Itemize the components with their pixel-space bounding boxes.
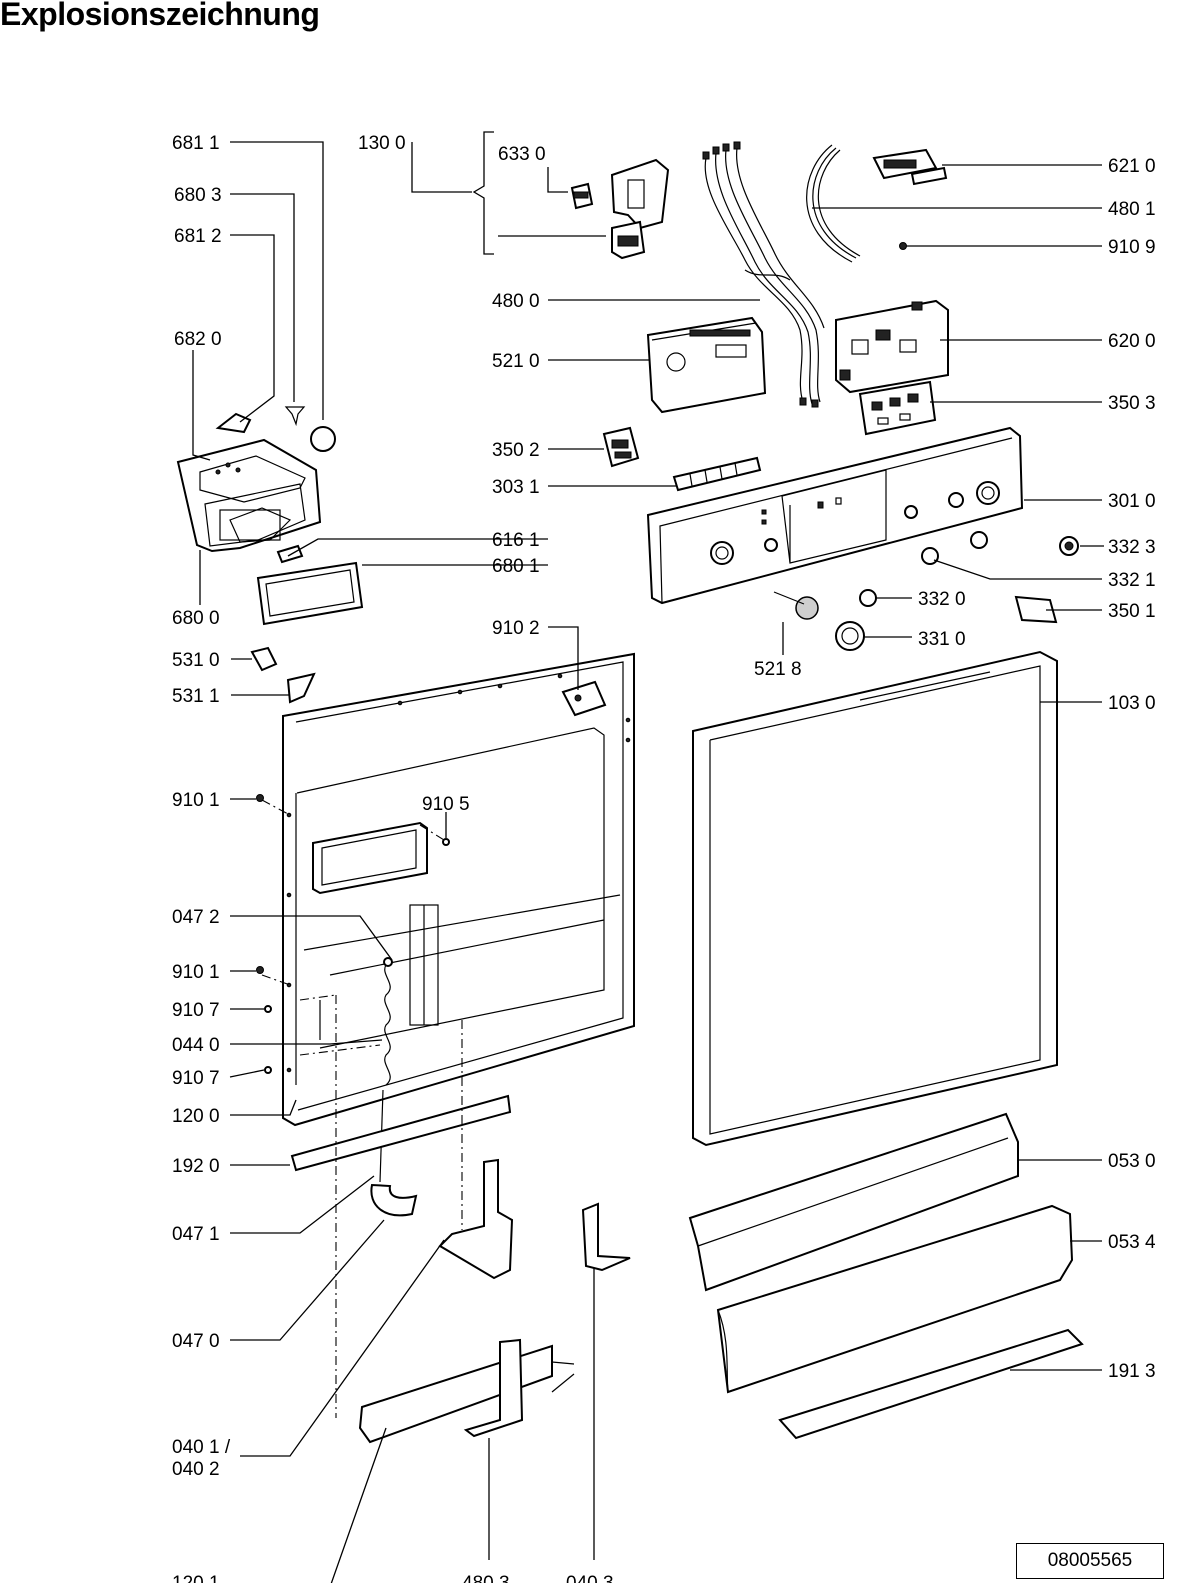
label-040-2: 040 2 <box>172 1459 220 1480</box>
inner-door <box>282 652 635 1127</box>
label-053-0: 053 0 <box>1108 1151 1156 1172</box>
label-681-2: 681 2 <box>174 226 222 247</box>
plinth-strip <box>778 1328 1084 1440</box>
label-103-0: 103 0 <box>1108 693 1156 714</box>
document-number: 08005565 <box>1016 1543 1164 1579</box>
label-910-2: 910 2 <box>492 618 540 639</box>
label-680-3: 680 3 <box>174 185 222 206</box>
outer-door-panel <box>692 650 1058 1147</box>
plinth <box>688 1112 1019 1292</box>
label-910-5: 910 5 <box>422 794 470 815</box>
label-303-1: 303 1 <box>492 477 540 498</box>
label-480-1: 480 1 <box>1108 199 1156 220</box>
label-047-2: 047 2 <box>172 907 220 928</box>
label-680-1: 680 1 <box>492 556 540 577</box>
leader-lines <box>192 131 1104 1583</box>
label-620-0: 620 0 <box>1108 331 1156 352</box>
label-301-0: 301 0 <box>1108 491 1156 512</box>
display-strip <box>672 456 762 492</box>
label-682-0: 682 0 <box>174 329 222 350</box>
base-plate <box>358 1338 575 1444</box>
dispenser-small-part <box>276 544 304 564</box>
label-332-3: 332 3 <box>1108 537 1156 558</box>
label-350-1: 350 1 <box>1108 601 1156 622</box>
label-332-0: 332 0 <box>918 589 966 610</box>
dispenser-pin <box>284 406 306 427</box>
label-521-0: 521 0 <box>492 351 540 372</box>
label-331-0: 331 0 <box>918 629 966 650</box>
screw-910-7-b <box>264 1066 272 1074</box>
label-910-9: 910 9 <box>1108 237 1156 258</box>
label-480-0: 480 0 <box>492 291 540 312</box>
part-labels: 681 1 130 0 633 0 621 0 680 3 480 1 681 … <box>172 133 1156 1583</box>
power-module <box>835 299 949 394</box>
screw-910-9 <box>899 242 907 250</box>
label-120-1: 120 1 <box>172 1573 220 1583</box>
label-130-0: 130 0 <box>358 133 406 154</box>
hinge-bracket <box>561 680 607 717</box>
label-621-0: 621 0 <box>1108 156 1156 177</box>
label-616-1: 616 1 <box>492 530 540 551</box>
door-lock <box>570 158 670 260</box>
hinge-lever <box>438 1158 514 1280</box>
plinth-cover <box>716 1204 1074 1394</box>
label-332-1: 332 1 <box>1108 570 1156 591</box>
label-910-1-b: 910 1 <box>172 962 220 983</box>
label-191-3: 191 3 <box>1108 1361 1156 1382</box>
label-480-3: 480 3 <box>462 1573 510 1583</box>
dispenser-gasket <box>256 561 364 626</box>
label-531-1: 531 1 <box>172 686 220 707</box>
connector-module <box>872 148 948 186</box>
label-521-8: 521 8 <box>754 659 802 680</box>
label-910-1-a: 910 1 <box>172 790 220 811</box>
label-044-0: 044 0 <box>172 1035 220 1056</box>
screw-910-5 <box>442 838 450 846</box>
screw-910-1-a <box>256 794 264 802</box>
knobs <box>773 531 1079 651</box>
bracket-040-3 <box>581 1202 631 1272</box>
door-rail <box>290 1094 512 1172</box>
label-053-4: 053 4 <box>1108 1232 1156 1253</box>
assembly-lines <box>261 799 463 1418</box>
clip-531-1 <box>286 672 316 704</box>
page-title: Explosionszeichnung <box>0 0 320 32</box>
screw-910-1-b <box>256 966 264 974</box>
label-047-0: 047 0 <box>172 1331 220 1352</box>
cover-clip <box>1014 595 1058 624</box>
label-531-0: 531 0 <box>172 650 220 671</box>
label-680-0: 680 0 <box>172 608 220 629</box>
label-120-0: 120 0 <box>172 1106 220 1127</box>
detergent-dispenser <box>176 438 322 553</box>
label-910-7-a: 910 7 <box>172 1000 220 1021</box>
switch-module <box>602 426 640 468</box>
label-040-1: 040 1 / <box>172 1437 231 1458</box>
label-350-3: 350 3 <box>1108 393 1156 414</box>
label-047-1: 047 1 <box>172 1224 220 1245</box>
screw-910-7-a <box>264 1005 272 1013</box>
label-040-3: 040 3 <box>566 1573 614 1583</box>
control-panel <box>646 426 1024 605</box>
label-910-7-b: 910 7 <box>172 1068 220 1089</box>
label-350-2: 350 2 <box>492 440 540 461</box>
label-633-0: 633 0 <box>498 144 546 165</box>
label-681-1: 681 1 <box>172 133 220 154</box>
label-192-0: 192 0 <box>172 1156 220 1177</box>
button-module <box>858 380 937 436</box>
dispenser-lid-clip <box>215 412 252 434</box>
wiring-harness <box>702 141 825 408</box>
electronic-module <box>646 316 767 414</box>
bracket-531-0 <box>250 646 278 672</box>
dispenser-seal-disc <box>310 426 336 452</box>
wire-loop <box>806 144 861 263</box>
